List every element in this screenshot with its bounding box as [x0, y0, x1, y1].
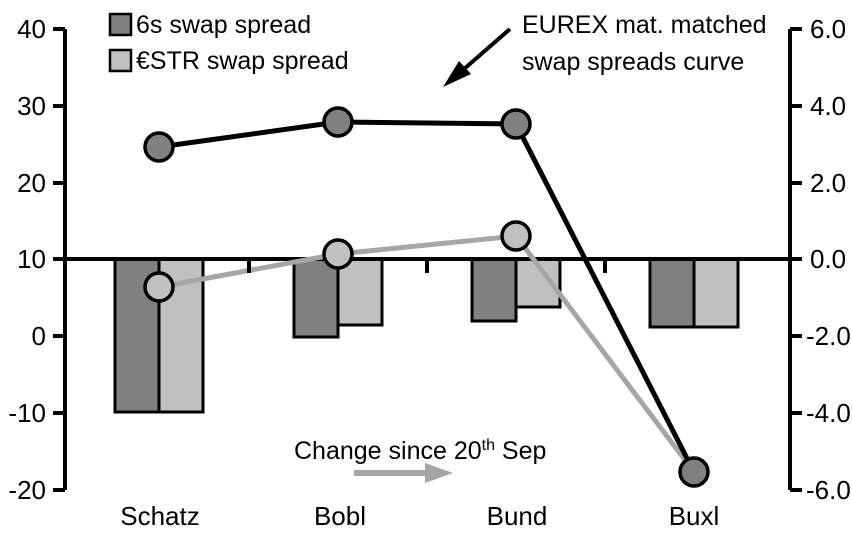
cat-label-bund: Bund — [487, 501, 548, 531]
cat-label-bobl: Bobl — [314, 501, 366, 531]
cat-label-buxl: Buxl — [669, 501, 720, 531]
right-tick-label-0: 0.0 — [810, 244, 846, 274]
black-marker-schatz[interactable] — [143, 131, 175, 163]
left-tick-label-neg10: -10 — [8, 398, 46, 428]
left-tick-label-30: 30 — [17, 91, 46, 121]
bar-buxl-estr[interactable] — [692, 257, 740, 329]
change-annotation: Change since 20th Sep — [294, 437, 546, 483]
cat-label-schatz: Schatz — [120, 501, 200, 531]
right-tick-label-4: 4.0 — [810, 91, 846, 121]
curve-annotation: EUREX mat. matched swap spreads curve — [443, 11, 767, 87]
change-annotation-superscript: th — [482, 437, 495, 454]
black-marker-bobl[interactable] — [322, 106, 354, 138]
right-tick-label-2: 2.0 — [810, 168, 846, 198]
right-tick-label-6: 6.0 — [810, 14, 846, 44]
left-tick-label-10: 10 — [17, 244, 46, 274]
change-annotation-tail: Sep — [495, 437, 546, 465]
right-tick-label-neg4: -4.0 — [806, 398, 851, 428]
curve-annotation-line1: EUREX mat. matched — [522, 11, 767, 39]
bars-group — [113, 257, 740, 414]
right-tick-label-neg2: -2.0 — [806, 321, 851, 351]
black-line-path — [158, 119, 697, 474]
bar-bund-6s[interactable] — [470, 257, 518, 323]
black-marker-buxl[interactable] — [678, 456, 710, 488]
curve-annotation-line2: swap spreads curve — [522, 48, 744, 76]
gray-marker-bund[interactable] — [500, 220, 532, 252]
change-annotation-main: Change since 20 — [294, 437, 482, 465]
legend-label-estr: €STR swap spread — [136, 47, 349, 75]
bar-bobl-6s[interactable] — [292, 257, 340, 339]
left-tick-label-0: 0 — [32, 321, 46, 351]
legend-swatch-estr — [108, 48, 133, 73]
black-line-series — [143, 106, 710, 488]
legend: 6s swap spread €STR swap spread — [108, 11, 349, 75]
bar-bobl-estr[interactable] — [336, 257, 384, 327]
black-marker-bund[interactable] — [500, 108, 532, 140]
left-tick-label-20: 20 — [17, 168, 46, 198]
bar-buxl-6s[interactable] — [648, 257, 696, 329]
category-ticks — [247, 259, 607, 273]
change-annotation-text: Change since 20th Sep — [294, 437, 546, 465]
left-axis: 40 30 20 10 0 -10 -20 — [8, 14, 67, 505]
legend-label-6s: 6s swap spread — [136, 11, 311, 39]
legend-swatch-6s — [108, 12, 133, 37]
category-labels: Schatz Bobl Bund Buxl — [120, 501, 719, 531]
curve-annotation-arrow-head — [443, 61, 471, 87]
gray-marker-bobl[interactable] — [322, 238, 354, 270]
gray-marker-schatz[interactable] — [143, 271, 175, 303]
right-axis: 6.0 4.0 2.0 0.0 -2.0 -4.0 -6.0 — [788, 14, 851, 505]
right-tick-label-neg6: -6.0 — [806, 475, 851, 505]
change-annotation-arrow-head — [425, 463, 453, 483]
left-tick-label-neg20: -20 — [8, 475, 46, 505]
left-tick-label-40: 40 — [17, 14, 46, 44]
